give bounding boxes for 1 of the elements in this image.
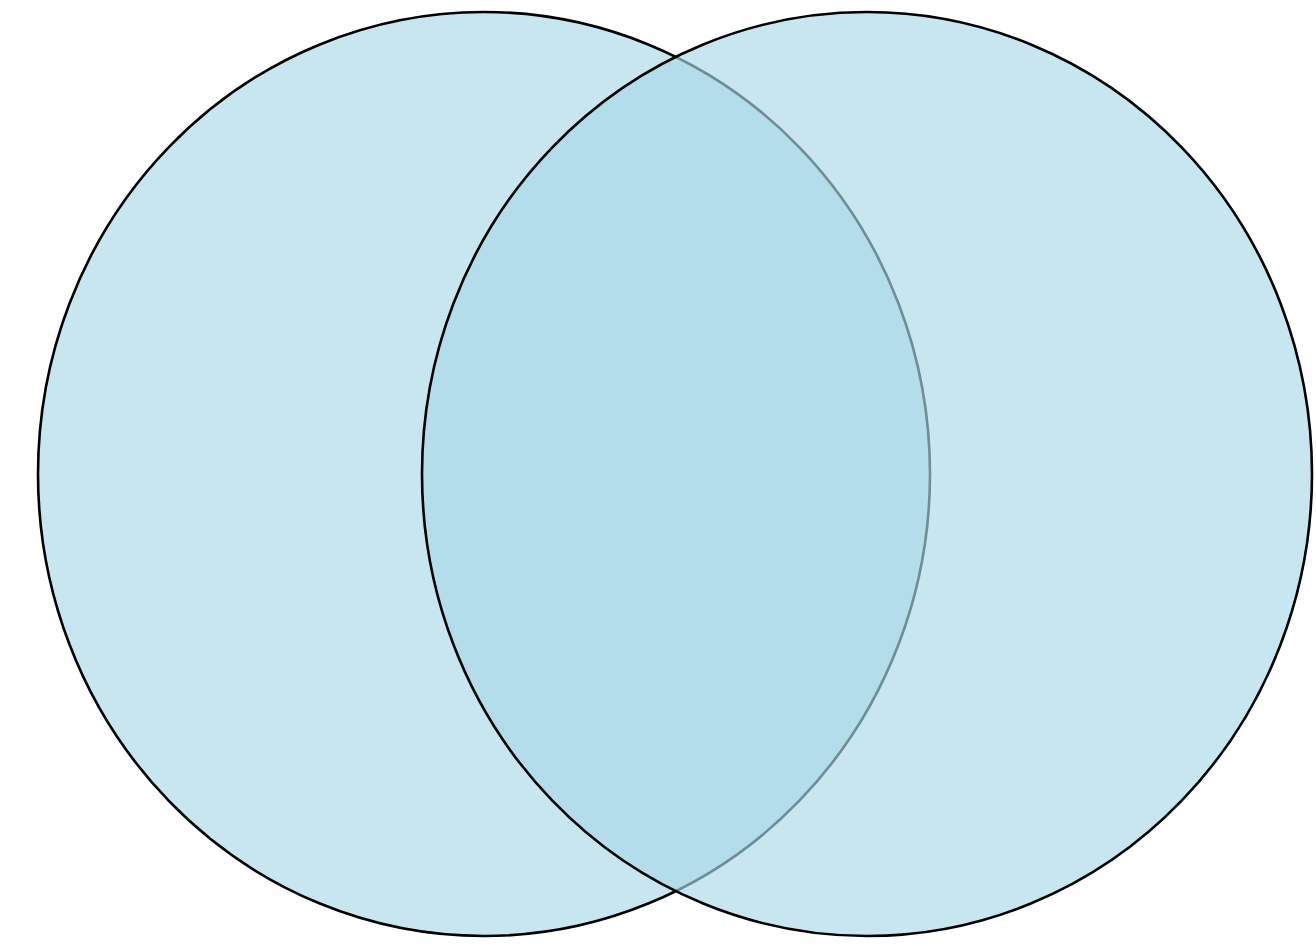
venn-circle (420, 10, 1314, 938)
